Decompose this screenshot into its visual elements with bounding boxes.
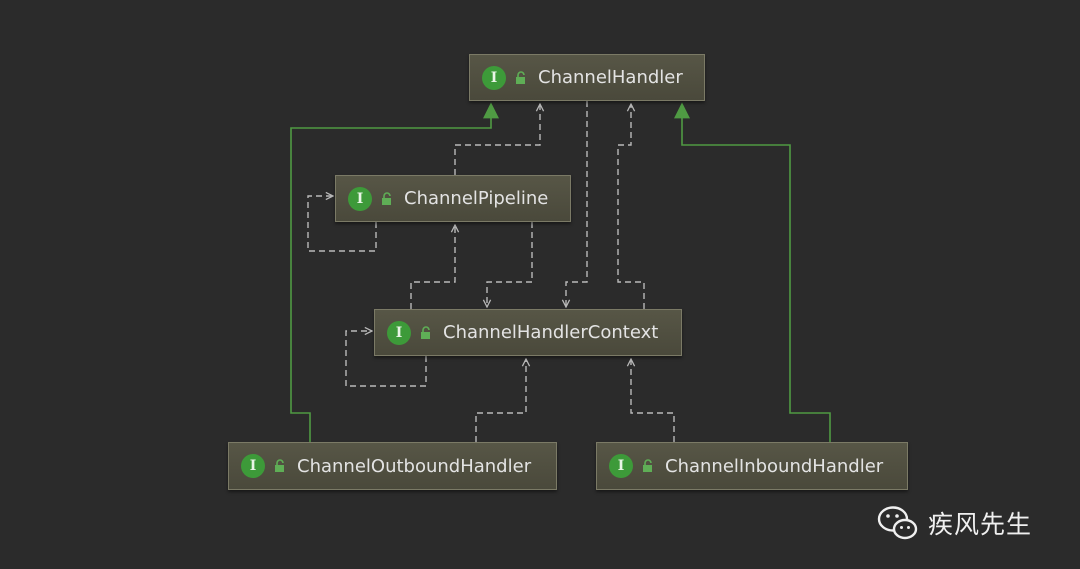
wechat-icon xyxy=(877,506,918,540)
unlock-icon xyxy=(421,325,430,339)
node-label: ChannelPipeline xyxy=(404,188,549,209)
unlock-icon xyxy=(516,70,525,84)
extends-edge-inbound-to-handler xyxy=(674,102,831,442)
interface-badge-icon: I xyxy=(482,65,506,90)
interface-badge-icon: I xyxy=(241,454,265,478)
dependency-edge-context-to-pipeline xyxy=(410,225,455,309)
node-channel-handler[interactable]: I ChannelHandler xyxy=(469,54,705,101)
unlock-icon xyxy=(382,191,391,205)
node-channel-outbound-handler[interactable]: I ChannelOutboundHandler xyxy=(228,442,557,490)
unlock-icon xyxy=(275,459,284,472)
node-channel-inbound-handler[interactable]: I ChannelInboundHandler xyxy=(596,442,908,490)
node-channel-pipeline[interactable]: I ChannelPipeline xyxy=(335,175,571,222)
interface-badge-icon: I xyxy=(387,320,411,345)
node-channel-handler-context[interactable]: I ChannelHandlerContext xyxy=(374,309,682,356)
dependency-edge-pipeline-self xyxy=(307,196,377,252)
node-label: ChannelHandler xyxy=(538,67,683,88)
watermark: 疾风先生 xyxy=(876,503,1032,543)
watermark-text: 疾风先生 xyxy=(928,510,1033,539)
dependency-edge-handler-to-context-a xyxy=(566,101,588,307)
interface-badge-icon: I xyxy=(348,186,372,211)
node-label: ChannelInboundHandler xyxy=(665,455,884,477)
dependency-edge-outbound-to-context xyxy=(475,359,526,442)
dependency-edge-inbound-to-context xyxy=(631,359,675,442)
node-label: ChannelOutboundHandler xyxy=(297,455,532,477)
dependency-edge-pipeline-to-handler xyxy=(454,104,540,175)
node-label: ChannelHandlerContext xyxy=(443,322,659,343)
dependency-edge-context-to-handler xyxy=(617,104,645,309)
extends-edge-outbound-to-handler xyxy=(290,102,499,442)
dependency-edge-context-self xyxy=(345,331,427,387)
interface-badge-icon: I xyxy=(609,454,633,478)
dependency-edge-pipeline-to-context xyxy=(487,222,533,307)
unlock-icon xyxy=(643,459,652,472)
